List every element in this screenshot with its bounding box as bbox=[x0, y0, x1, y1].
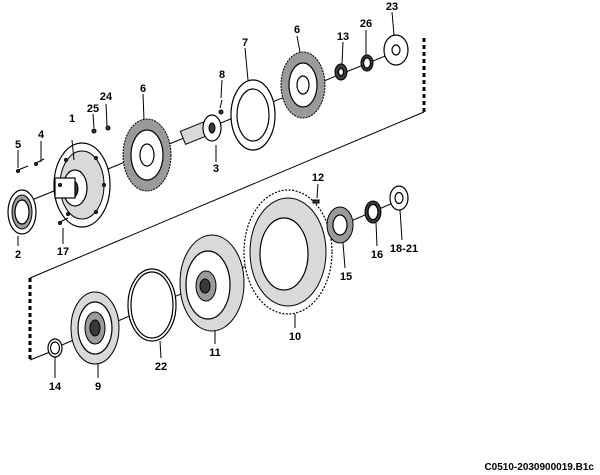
callout-25: 25 bbox=[87, 103, 99, 115]
part-16-ring bbox=[364, 200, 382, 224]
part-1-housing bbox=[53, 142, 111, 228]
callout-18-21: 18-21 bbox=[390, 243, 418, 255]
callout-5: 5 bbox=[15, 139, 21, 151]
callout-12: 12 bbox=[312, 172, 324, 184]
part-6-friction-disc-right bbox=[280, 51, 326, 119]
callout-4: 4 bbox=[38, 129, 45, 141]
part-15-bearing bbox=[326, 206, 354, 244]
callout-6-left: 6 bbox=[140, 83, 146, 95]
callout-26: 26 bbox=[360, 18, 372, 30]
callout-6-right: 6 bbox=[294, 24, 300, 36]
part-23-washer bbox=[383, 34, 409, 66]
callout-22: 22 bbox=[155, 361, 167, 373]
diagram-reference-code: C0510-2030900019.B1c bbox=[484, 462, 594, 473]
callout-2: 2 bbox=[15, 249, 21, 261]
part-13-bearing bbox=[334, 63, 348, 81]
part-26-ring bbox=[360, 54, 374, 72]
part-5-bolt bbox=[16, 165, 29, 173]
part-6-friction-disc-left bbox=[122, 118, 172, 192]
part-11-carrier bbox=[179, 234, 245, 332]
part-12-pin bbox=[312, 199, 320, 204]
part-25-screw bbox=[91, 128, 97, 134]
callout-9: 9 bbox=[95, 381, 101, 393]
leader-lines bbox=[17, 11, 403, 378]
callout-1: 1 bbox=[69, 113, 75, 125]
callout-24: 24 bbox=[100, 91, 113, 103]
callout-15: 15 bbox=[340, 271, 352, 283]
part-17-bolt bbox=[58, 217, 69, 225]
part-18-21-shims bbox=[389, 185, 409, 211]
callout-13: 13 bbox=[337, 31, 349, 43]
callout-7: 7 bbox=[242, 37, 248, 49]
part-2-seal bbox=[7, 189, 37, 235]
callout-23: 23 bbox=[386, 1, 398, 13]
assembly-guides bbox=[28, 38, 426, 361]
part-8-pin bbox=[218, 99, 224, 115]
callout-11: 11 bbox=[209, 347, 221, 359]
part-14-snap-ring bbox=[47, 338, 63, 358]
callout-14: 14 bbox=[49, 381, 62, 393]
callout-10: 10 bbox=[289, 331, 301, 343]
part-9-piston bbox=[70, 291, 120, 365]
callout-16: 16 bbox=[371, 249, 383, 261]
part-3-shaft bbox=[179, 114, 222, 146]
part-10-ring-gear bbox=[243, 189, 333, 315]
part-7-separator-disc bbox=[230, 79, 276, 151]
callout-8: 8 bbox=[219, 69, 225, 81]
callout-3: 3 bbox=[213, 163, 219, 175]
part-4-bolt bbox=[34, 158, 45, 166]
part-24-screw bbox=[105, 125, 111, 131]
part-22-o-ring bbox=[127, 268, 177, 342]
callout-17: 17 bbox=[57, 246, 69, 258]
